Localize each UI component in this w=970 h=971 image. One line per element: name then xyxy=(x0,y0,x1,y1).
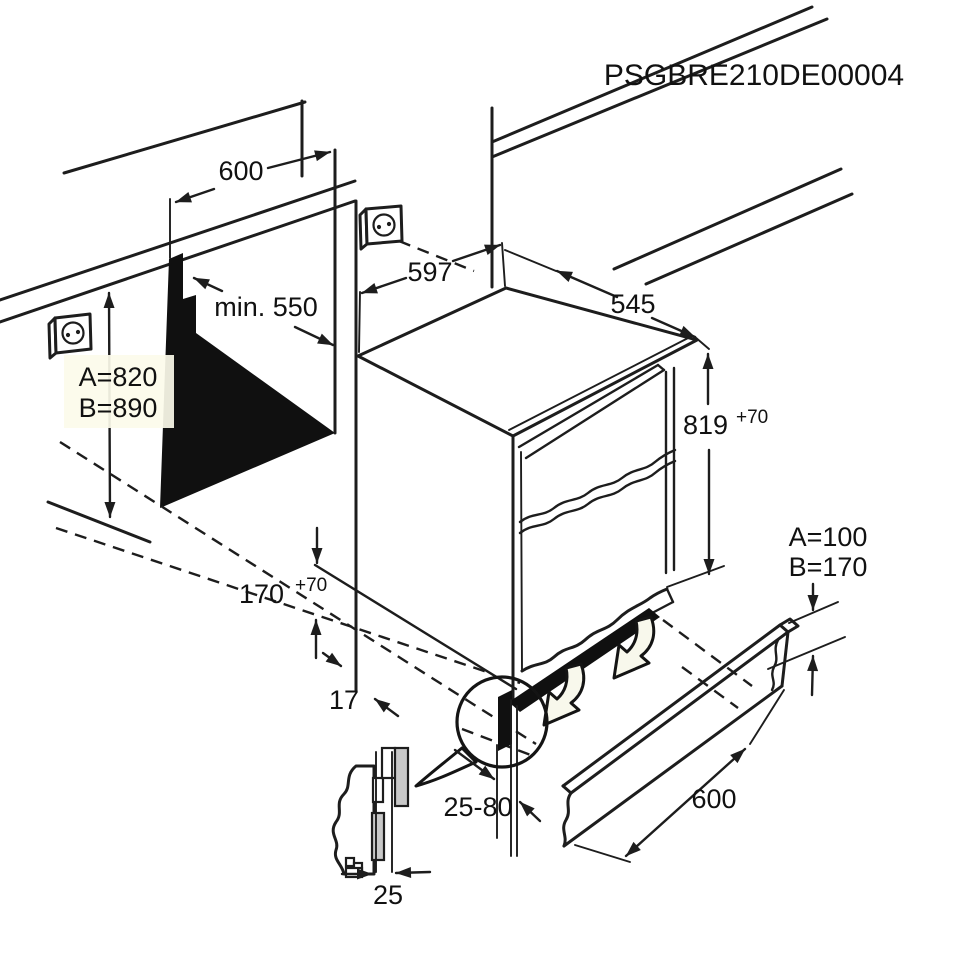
niche-height-a-label: A=820 xyxy=(79,362,158,392)
drawing-code: PSGBRE210DE00004 xyxy=(604,59,904,92)
plinth-section-upper xyxy=(393,746,410,808)
niche-width-label: 600 xyxy=(218,156,263,186)
niche-depth-label: min. 550 xyxy=(214,292,318,322)
floor-guide-lines xyxy=(55,239,753,759)
base-offset-label: 17 xyxy=(329,685,359,715)
plinth-section-lower xyxy=(370,811,386,862)
detail-callout xyxy=(414,675,549,857)
plinth-setback-label: 25-80 xyxy=(443,792,512,822)
cross-section-detail xyxy=(331,746,410,879)
appliance-height-label: 819 xyxy=(683,410,728,440)
appliance-height-label-group: 819 +70 xyxy=(683,407,768,440)
niche-opening xyxy=(160,148,337,508)
plinth-height-label-group: A=100 B=170 xyxy=(789,522,868,582)
refrigerator xyxy=(313,286,699,712)
plinth-recess-label-group: 170 +70 xyxy=(239,575,327,609)
power-socket-icon xyxy=(358,204,404,251)
door-plinth-gap-label: 25 xyxy=(373,880,403,910)
dimension-lines xyxy=(103,150,846,880)
plinth-length-label: 600 xyxy=(691,784,736,814)
cutout-width-label: 597 xyxy=(407,257,452,287)
plinth-recess-height-label: 170 xyxy=(239,579,284,609)
niche-height-b-label: B=890 xyxy=(79,393,158,423)
appliance-depth-label: 545 xyxy=(610,289,655,319)
counter-run xyxy=(0,5,854,692)
plinth-height-a-label: A=100 xyxy=(789,522,868,552)
plinth-height-b-label: B=170 xyxy=(789,552,868,582)
appliance-height-tolerance: +70 xyxy=(736,407,768,428)
plinth-recess-tolerance: +70 xyxy=(295,575,327,596)
power-socket-icon xyxy=(47,312,93,360)
niche-height-label-group: A=820 B=890 xyxy=(64,355,174,428)
